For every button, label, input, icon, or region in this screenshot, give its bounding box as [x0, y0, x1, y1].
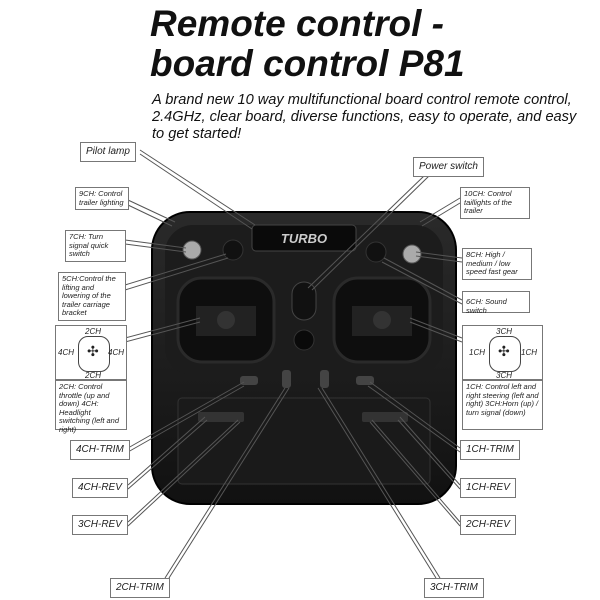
title-line-1: Remote control -: [150, 3, 444, 44]
label-4ch-trim: 4CH-TRIM: [70, 440, 130, 460]
trim-3ch[interactable]: [320, 370, 329, 388]
rev-switches-right[interactable]: [362, 412, 408, 422]
label-10ch: 10CH: Control taillights of the trailer: [460, 187, 530, 219]
right-stick-cross: 3CH 3CH 1CH 1CH ✣: [462, 325, 543, 380]
label-6ch: 6CH: Sound switch: [462, 291, 530, 314]
label-8ch: 8CH: High / medium / low speed fast gear: [462, 248, 532, 280]
switch-7ch[interactable]: [182, 240, 202, 260]
cross-up: 3CH: [496, 327, 513, 336]
label-1ch-rev: 1CH-REV: [460, 478, 516, 498]
cross-left: 1CH: [469, 348, 486, 357]
trim-1ch[interactable]: [356, 376, 374, 385]
left-stick[interactable]: [217, 311, 235, 329]
cross-right: 1CH: [521, 348, 538, 357]
switch-5ch[interactable]: [222, 239, 244, 261]
trim-2ch[interactable]: [282, 370, 291, 388]
cross-left: 4CH: [58, 348, 75, 357]
right-stick[interactable]: [373, 311, 391, 329]
label-5ch: 5CH:Control the lifting and lowering of …: [58, 272, 126, 321]
label-3ch-rev: 3CH-REV: [72, 515, 128, 535]
label-2ch-rev: 2CH-REV: [460, 515, 516, 535]
switch-6ch[interactable]: [365, 241, 387, 263]
label-2ch-trim: 2CH-TRIM: [110, 578, 170, 598]
arrows-icon: ✣: [498, 343, 510, 359]
label-1ch-trim: 1CH-TRIM: [460, 440, 520, 460]
label-left-stick: 2CH: Control throttle (up and down) 4CH:…: [55, 380, 127, 433]
cross-down: 2CH: [85, 371, 102, 380]
label-4ch-rev: 4CH-REV: [72, 478, 128, 498]
rev-switches-left[interactable]: [198, 412, 244, 422]
left-stick-cross: 2CH 2CH 4CH 4CH ✣: [55, 325, 127, 380]
cross-right: 4CH: [108, 348, 125, 357]
label-pilot-lamp: Pilot lamp: [80, 142, 136, 162]
trim-4ch[interactable]: [240, 376, 258, 385]
logo: TURBO: [281, 231, 327, 246]
power-switch[interactable]: [291, 281, 317, 321]
label-9ch: 9CH: Control trailer lighting: [75, 187, 129, 210]
label-power-switch: Power switch: [413, 157, 484, 177]
subtitle: A brand new 10 way multifunctional board…: [152, 92, 577, 142]
title-line-2: board control P81: [150, 43, 465, 84]
cross-down: 3CH: [496, 371, 513, 380]
switch-8ch[interactable]: [402, 244, 422, 264]
arrows-icon: ✣: [87, 343, 99, 359]
label-right-stick: 1CH: Control left and right steering (le…: [462, 380, 543, 430]
cross-up: 2CH: [85, 327, 102, 336]
label-3ch-trim: 3CH-TRIM: [424, 578, 484, 598]
label-7ch: 7CH: Turn signal quick switch: [65, 230, 126, 262]
